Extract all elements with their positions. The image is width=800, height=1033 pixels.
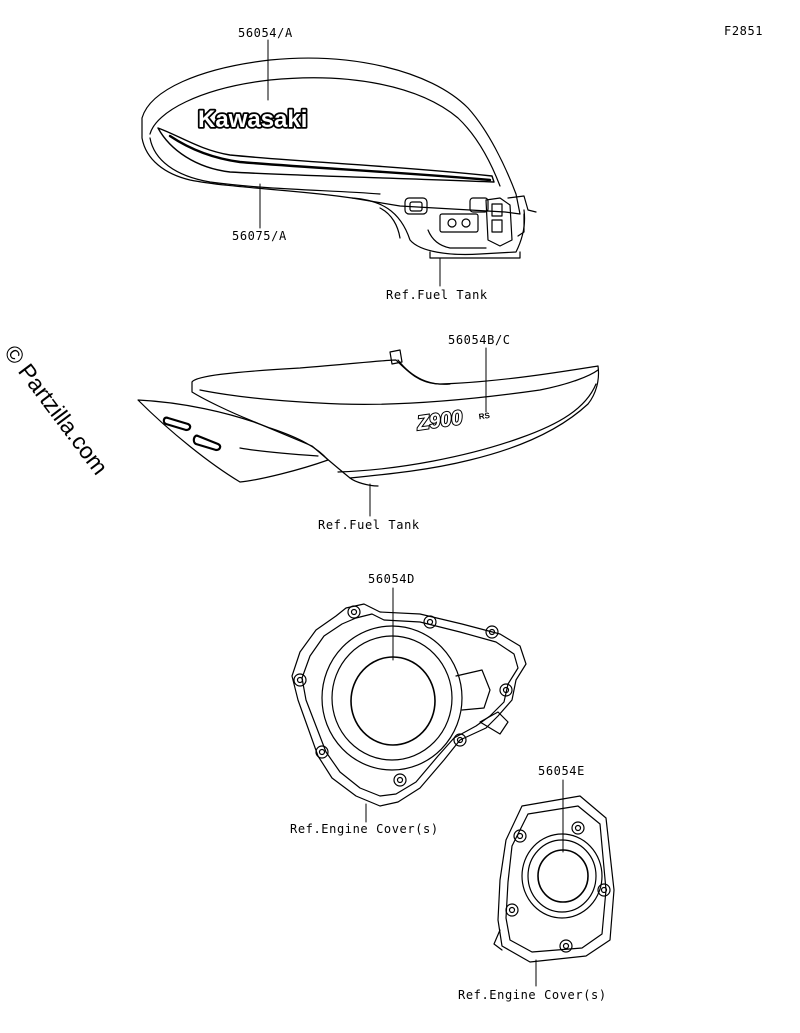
callout-ref-engine-cover-1[interactable]: Ref.Engine Cover(s) xyxy=(290,822,439,836)
engine-cover-small xyxy=(493,795,615,963)
fuel-tank-top-view xyxy=(141,57,537,259)
side-logo: Z900 RS xyxy=(414,406,491,436)
tank-logo: Kawasaki xyxy=(196,104,309,135)
callout-56054d[interactable]: 56054D xyxy=(368,572,415,586)
callout-56075-a[interactable]: 56075/A xyxy=(232,229,287,243)
callout-ref-engine-cover-2[interactable]: Ref.Engine Cover(s) xyxy=(458,988,607,1002)
z900-logo: Z900 xyxy=(415,407,464,435)
kawasaki-logo: Kawasaki xyxy=(198,106,307,133)
callout-56054e[interactable]: 56054E xyxy=(538,764,585,778)
fuel-tank-side-view xyxy=(137,349,600,487)
rs-logo: RS xyxy=(478,411,491,422)
leader-lines xyxy=(259,39,564,987)
callout-56054-a[interactable]: 56054/A xyxy=(238,26,293,40)
figure-code: F2851 xyxy=(724,24,764,38)
callout-ref-fuel-tank-2[interactable]: Ref.Fuel Tank xyxy=(318,518,420,532)
callout-56054b-c[interactable]: 56054B/C xyxy=(448,333,511,347)
callout-ref-fuel-tank-1[interactable]: Ref.Fuel Tank xyxy=(386,288,488,302)
engine-cover-large xyxy=(291,603,527,807)
